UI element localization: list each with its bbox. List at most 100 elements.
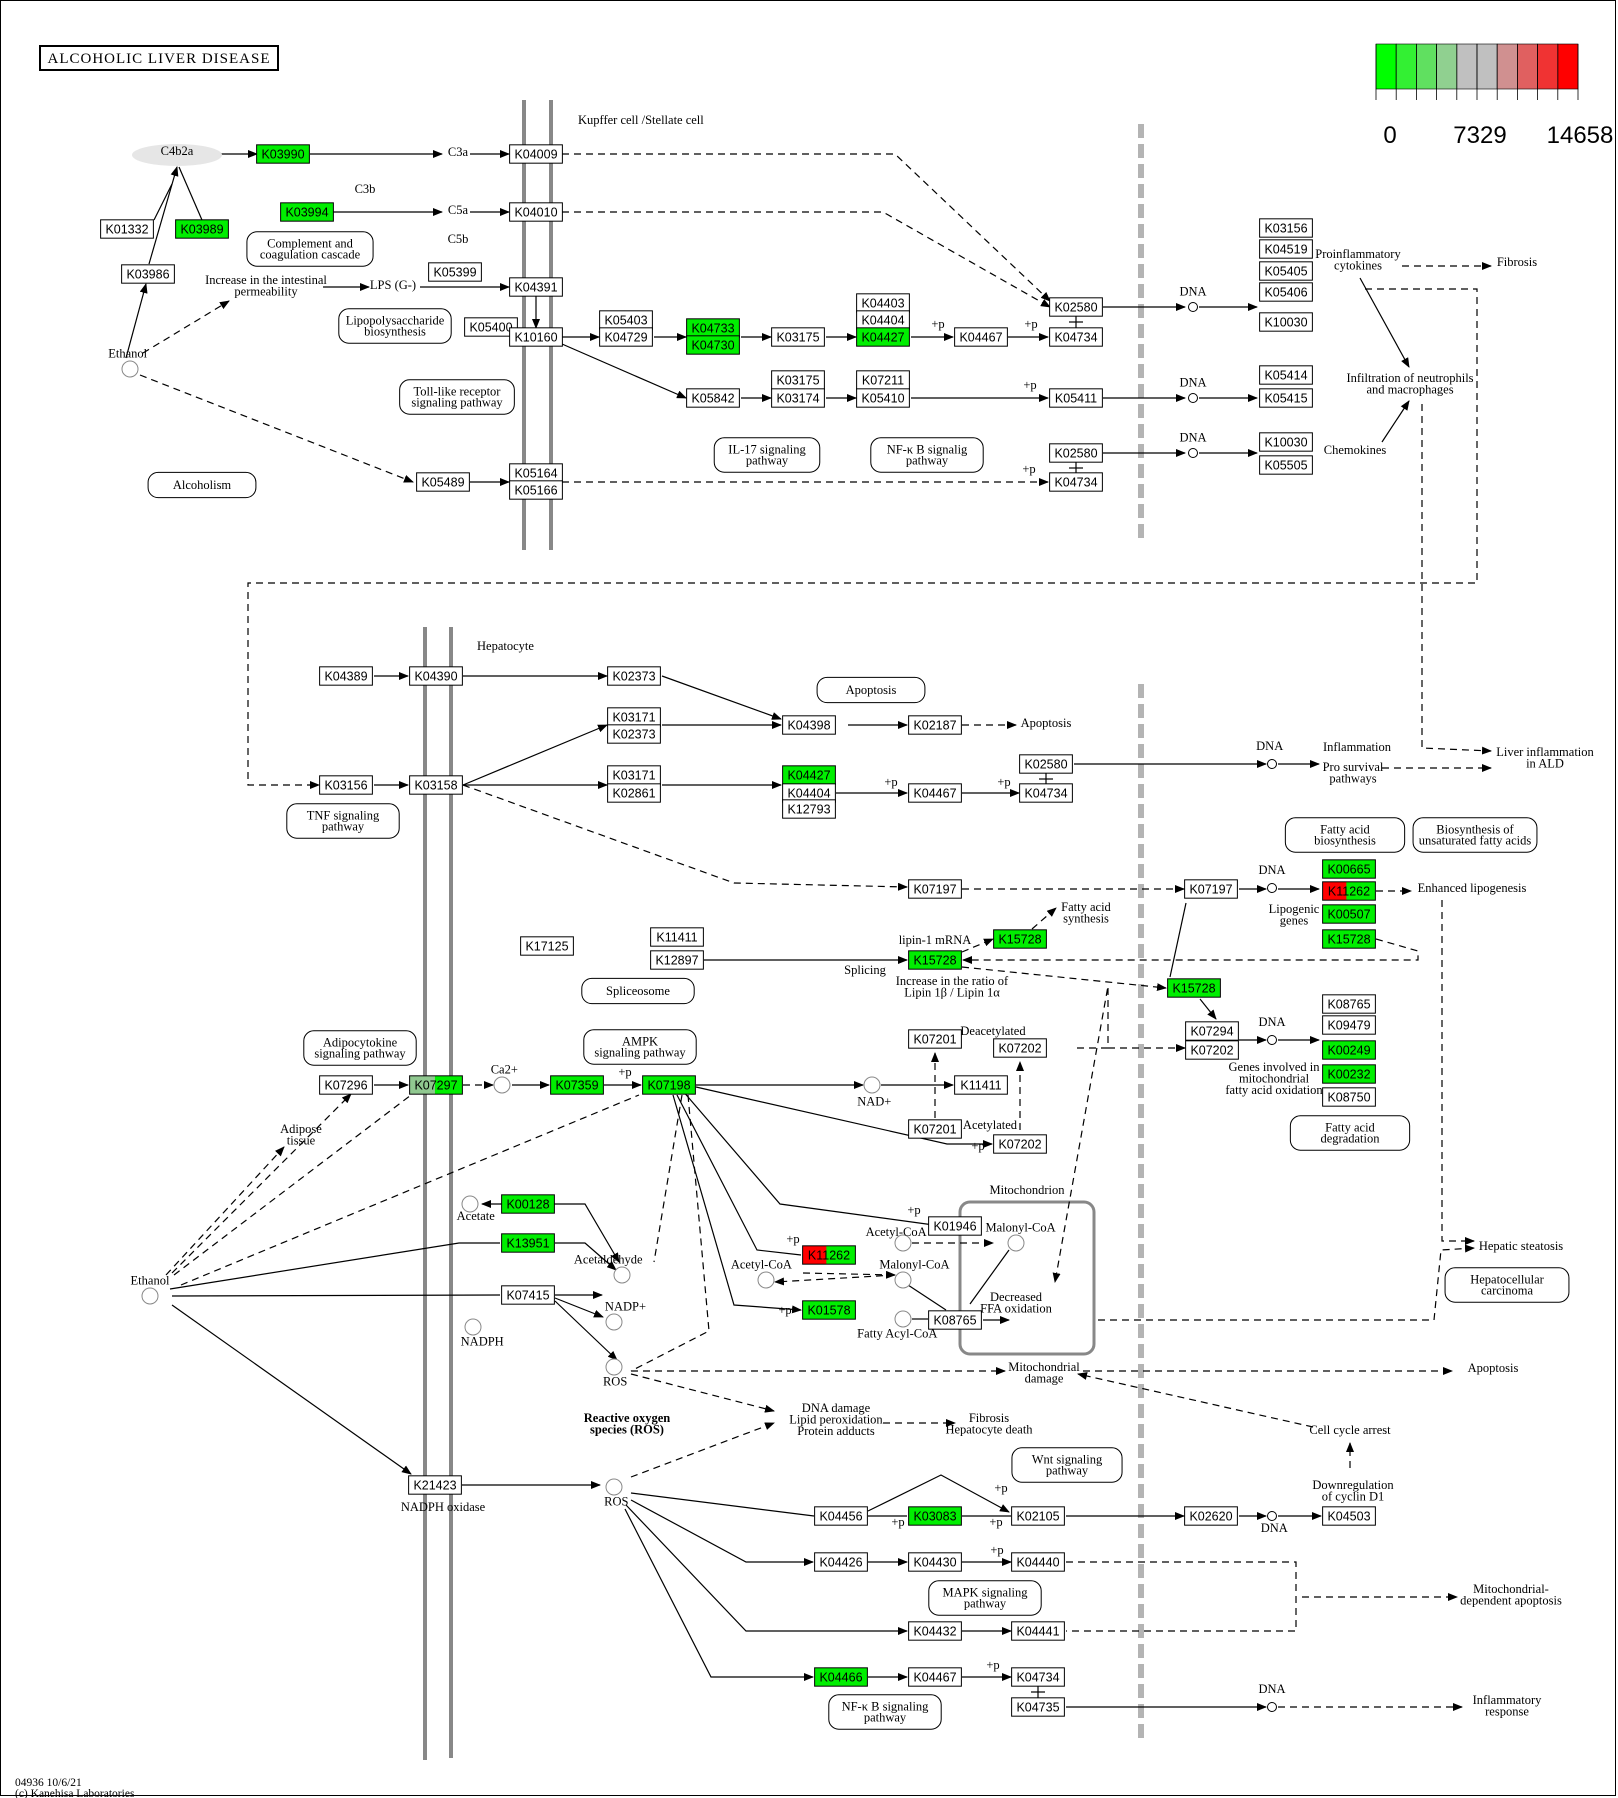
compound-malonyl-coa[interactable]: Malonyl-CoA [986, 1221, 1056, 1252]
gene-node-k03171[interactable]: K03171 [607, 707, 661, 727]
gene-node-k02620[interactable]: K02620 [1184, 1506, 1238, 1526]
gene-node-k04733[interactable]: K04733 [686, 318, 740, 338]
gene-node-k07359[interactable]: K07359 [550, 1075, 604, 1095]
compound-dna[interactable]: DNA [1261, 1511, 1288, 1536]
gene-node-k15728[interactable]: K15728 [1322, 929, 1376, 949]
gene-node-k02187[interactable]: K02187 [908, 715, 962, 735]
gene-node-k04403[interactable]: K04403 [856, 293, 910, 313]
gene-node-k05414[interactable]: K05414 [1259, 365, 1313, 385]
gene-node-k07415[interactable]: K07415 [501, 1285, 555, 1305]
gene-node-k08765[interactable]: K08765 [1322, 994, 1376, 1014]
gene-node-k01578[interactable]: K01578 [802, 1300, 856, 1320]
gene-node-k03174[interactable]: K03174 [771, 388, 825, 408]
gene-node-k04389[interactable]: K04389 [319, 666, 373, 686]
gene-node-k04390[interactable]: K04390 [409, 666, 463, 686]
gene-node-k08750[interactable]: K08750 [1322, 1087, 1376, 1107]
compound-dna[interactable]: DNA [1258, 863, 1286, 893]
gene-node-k07201[interactable]: K07201 [908, 1119, 962, 1139]
gene-node-k03989[interactable]: K03989 [175, 219, 229, 239]
gene-node-k13951[interactable]: K13951 [501, 1233, 555, 1253]
gene-node-k04432[interactable]: K04432 [908, 1621, 962, 1641]
gene-node-k04391[interactable]: K04391 [509, 277, 563, 297]
gene-node-k04009[interactable]: K04009 [509, 144, 563, 164]
gene-node-k15728[interactable]: K15728 [1167, 978, 1221, 998]
gene-node-k04467[interactable]: K04467 [908, 783, 962, 803]
gene-node-k00128[interactable]: K00128 [501, 1194, 555, 1214]
gene-node-k04398[interactable]: K04398 [782, 715, 836, 735]
gene-node-k11262[interactable]: K11262 [802, 1245, 856, 1265]
compound-ros[interactable]: ROS [604, 1478, 628, 1508]
compound-acetate[interactable]: Acetate [457, 1195, 496, 1223]
gene-node-k04426[interactable]: K04426 [814, 1552, 868, 1572]
gene-node-k02580[interactable]: K02580 [1049, 443, 1103, 463]
gene-node-k11262[interactable]: K11262 [1322, 881, 1376, 901]
gene-node-k04466[interactable]: K04466 [814, 1667, 868, 1687]
gene-node-k03171[interactable]: K03171 [607, 765, 661, 785]
gene-node-k02580[interactable]: K02580 [1049, 297, 1103, 317]
compound-dna[interactable]: DNA [1179, 285, 1207, 312]
gene-node-k03083[interactable]: K03083 [908, 1506, 962, 1526]
gene-node-k00249[interactable]: K00249 [1322, 1040, 1376, 1060]
gene-node-k04404[interactable]: K04404 [856, 310, 910, 330]
gene-node-k07211[interactable]: K07211 [856, 370, 910, 390]
gene-node-k10030[interactable]: K10030 [1259, 432, 1313, 452]
gene-node-k04404[interactable]: K04404 [782, 783, 836, 803]
compound-ethanol[interactable]: Ethanol [131, 1274, 170, 1305]
gene-node-k04010[interactable]: K04010 [509, 202, 563, 222]
gene-node-k03156[interactable]: K03156 [319, 775, 373, 795]
gene-node-k05405[interactable]: K05405 [1259, 261, 1313, 281]
gene-node-k05166[interactable]: K05166 [509, 480, 563, 500]
gene-node-k03156[interactable]: K03156 [1259, 218, 1313, 238]
gene-node-k05411[interactable]: K05411 [1049, 388, 1103, 408]
gene-node-k07202[interactable]: K07202 [993, 1134, 1047, 1154]
gene-node-k10030[interactable]: K10030 [1259, 312, 1313, 332]
gene-node-k04519[interactable]: K04519 [1259, 239, 1313, 259]
gene-node-k07202[interactable]: K07202 [993, 1038, 1047, 1058]
compound-dna[interactable]: DNA [1258, 1682, 1286, 1712]
gene-node-k00507[interactable]: K00507 [1322, 904, 1376, 924]
gene-node-k09479[interactable]: K09479 [1322, 1015, 1376, 1035]
gene-node-k05489[interactable]: K05489 [416, 472, 470, 492]
gene-node-k04735[interactable]: K04735 [1011, 1697, 1065, 1717]
gene-node-k03175[interactable]: K03175 [771, 327, 825, 347]
pathway-link-alcoholism[interactable]: Alcoholism [147, 471, 257, 499]
gene-node-k17125[interactable]: K17125 [520, 936, 574, 956]
pathway-link-apoptosis[interactable]: Apoptosis [816, 676, 926, 704]
gene-node-k04456[interactable]: K04456 [814, 1506, 868, 1526]
gene-node-k11411[interactable]: K11411 [954, 1075, 1008, 1095]
gene-node-k00232[interactable]: K00232 [1322, 1064, 1376, 1084]
gene-node-k05415[interactable]: K05415 [1259, 388, 1313, 408]
gene-node-k07297[interactable]: K07297 [409, 1075, 463, 1095]
compound-nadph[interactable]: NADPH [461, 1318, 504, 1348]
gene-node-k05842[interactable]: K05842 [686, 388, 740, 408]
gene-node-k04734[interactable]: K04734 [1049, 327, 1103, 347]
gene-node-k04427[interactable]: K04427 [856, 327, 910, 347]
gene-node-k04467[interactable]: K04467 [908, 1667, 962, 1687]
compound-dna[interactable]: DNA [1179, 431, 1207, 458]
compound-nadp-[interactable]: NADP+ [605, 1300, 646, 1331]
gene-node-k15728[interactable]: K15728 [908, 950, 962, 970]
gene-node-k04430[interactable]: K04430 [908, 1552, 962, 1572]
gene-node-k02861[interactable]: K02861 [607, 783, 661, 803]
gene-node-k04734[interactable]: K04734 [1011, 1667, 1065, 1687]
gene-node-k00665[interactable]: K00665 [1322, 859, 1376, 879]
compound-ca2-[interactable]: Ca2+ [491, 1063, 518, 1094]
compound-acetaldehyde[interactable]: Acetaldehyde [574, 1253, 643, 1284]
compound-malonyl-coa[interactable]: Malonyl-CoA [879, 1258, 950, 1289]
gene-node-k05505[interactable]: K05505 [1259, 455, 1313, 475]
gene-node-k05403[interactable]: K05403 [599, 310, 653, 330]
gene-node-k08765[interactable]: K08765 [928, 1310, 982, 1330]
gene-node-k03990[interactable]: K03990 [256, 144, 310, 164]
gene-node-k03994[interactable]: K03994 [280, 202, 334, 222]
gene-node-k04427[interactable]: K04427 [782, 765, 836, 785]
gene-node-k04734[interactable]: K04734 [1019, 783, 1073, 803]
gene-node-k11411[interactable]: K11411 [650, 927, 704, 947]
